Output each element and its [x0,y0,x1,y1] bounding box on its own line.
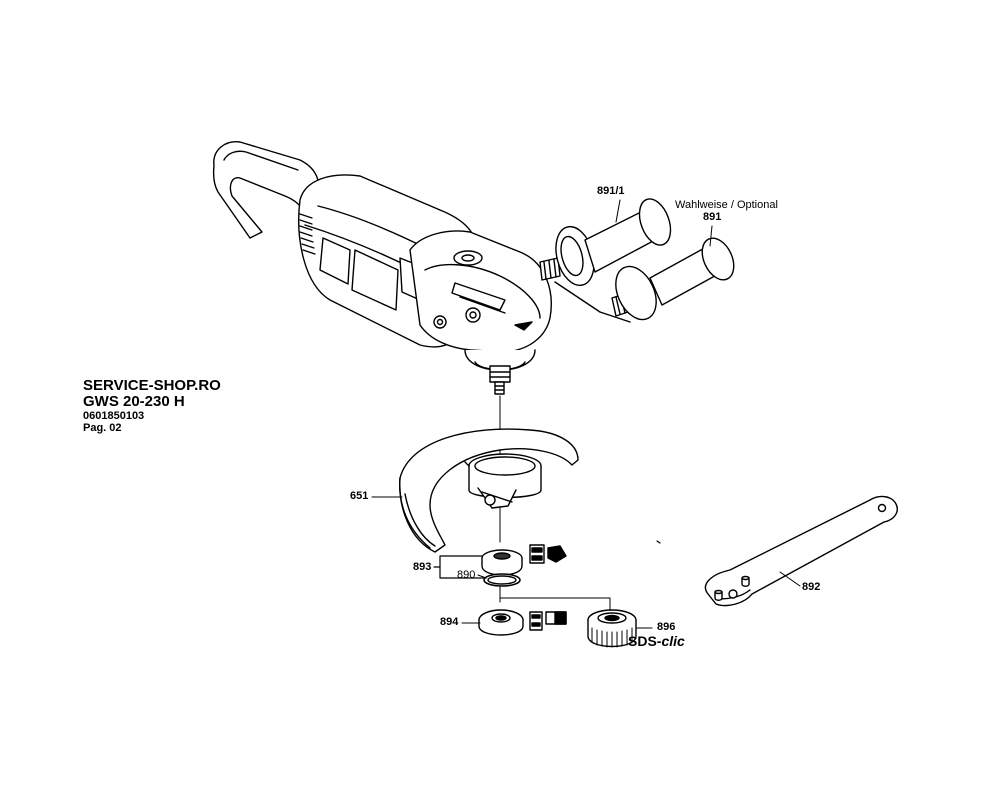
optional-note: Wahlweise / Optional [675,199,778,211]
shop-name: SERVICE-SHOP.RO [83,377,221,394]
document-info-block: SERVICE-SHOP.RO GWS 20-230 H 0601850103 … [83,378,221,434]
side-handle-891 [599,237,735,323]
callout-893: 893 [413,561,432,573]
callout-leader-lines [371,496,801,629]
callout-892: 892 [802,581,821,593]
stray-mark [656,540,661,544]
clamping-nut-894 [478,609,524,636]
sds-clic-label: SDS-clic [628,634,685,648]
protection-guard-651 [399,428,579,553]
sds-suffix: clic [661,633,685,649]
callout-896: 896 [657,621,676,633]
callout-891-1: 891/1 [597,185,625,197]
nut-symbol-icon [529,611,567,631]
model-name: GWS 20-230 H [83,393,185,410]
sds-clic-nut-896 [587,609,637,648]
callout-890: 890 [457,569,476,581]
bracket-893 [433,555,487,579]
part-number: 0601850103 [83,410,145,422]
flange-symbol-icon [529,544,567,564]
sds-prefix: SDS- [628,633,662,649]
side-handle-891-1 [539,198,672,313]
mounting-flange-893 [481,549,523,576]
leader-lines-handles [615,199,713,247]
two-pin-spanner-892 [704,495,898,607]
o-ring-890 [483,573,521,587]
callout-651: 651 [350,490,369,502]
angle-grinder-body [212,141,552,395]
page-number: Pag. 02 [83,422,122,434]
callout-891: 891 [703,211,722,223]
callout-894: 894 [440,616,459,628]
